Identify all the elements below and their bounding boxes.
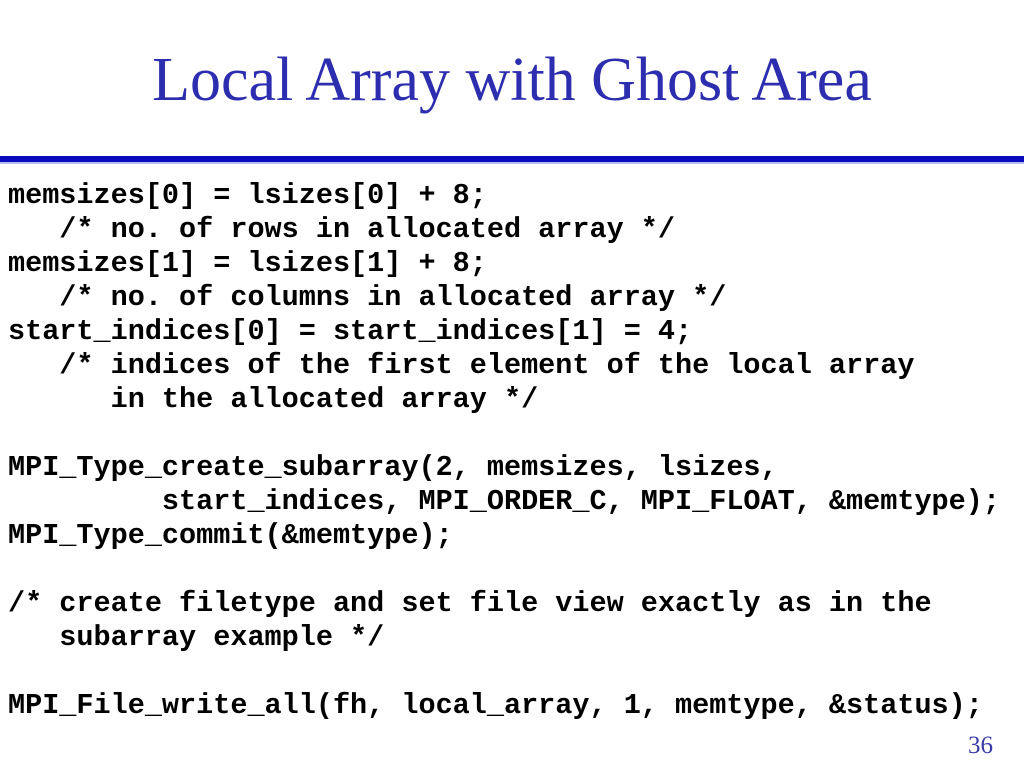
code-block: memsizes[0] = lsizes[0] + 8; /* no. of r…: [8, 179, 1000, 722]
page-number: 36: [968, 732, 993, 759]
slide-title: Local Array with Ghost Area: [152, 46, 872, 114]
title-divider: [0, 156, 1024, 164]
